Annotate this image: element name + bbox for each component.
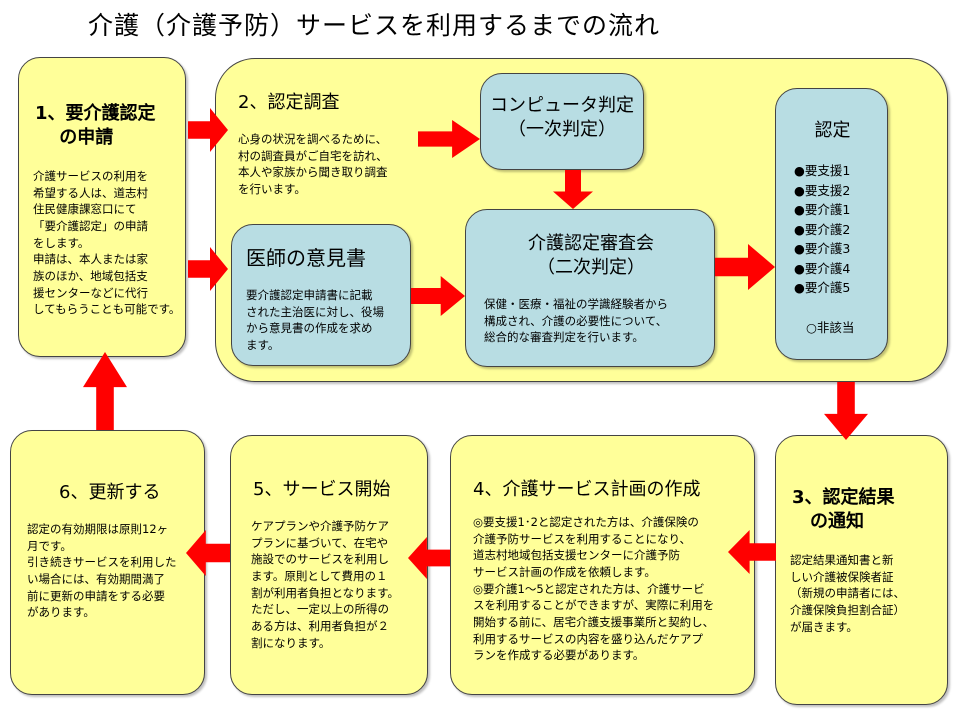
step3-text: 認定結果通知書と新 しい介護被保険者証 （新規の申請者には、 介護保険負担割合証… (790, 553, 905, 634)
step2-heading: 2、認定調査 (238, 92, 340, 113)
certification-levels: ●要支援1 ●要支援2 ●要介護1 ●要介護2 ●要介護3 ●要介護4 ●要介護… (794, 161, 850, 298)
not-applicable: ○非該当 (806, 320, 855, 335)
step1-heading: 1、要介護認定 の申請 (35, 103, 156, 149)
computer-judgment-heading: コンピュータ判定 （一次判定） (490, 95, 634, 141)
level-item: ●要介護4 (794, 260, 851, 276)
step4-heading: 4、介護サービス計画の作成 (473, 479, 701, 500)
step5-heading: 5、サービス開始 (253, 479, 391, 500)
step4-box: 4、介護サービス計画の作成 ◎要支援1･2と認定された方は、介護保険の 介護予防… (450, 435, 755, 695)
doctor-opinion-box: 医師の意見書 要介護認定申請書に記載 された主治医に対し、役場 から意見書の作成… (231, 224, 411, 366)
step3-box: 3、認定結果 の通知 認定結果通知書と新 しい介護被保険者証 （新規の申請者には… (775, 435, 948, 705)
doctor-opinion-heading: 医師の意見書 (246, 246, 366, 270)
step4-text: ◎要支援1･2と認定された方は、介護保険の 介護予防サービスを利用することになり… (473, 515, 715, 663)
step3-heading: 3、認定結果 の通知 (792, 487, 895, 533)
review-board-text: 保健・医療・福祉の学識経験者から 構成され、介護の必要性について、 総合的な審査… (484, 297, 668, 345)
certification-heading: 認定 (814, 120, 851, 141)
review-board-box: 介護認定審査会 （二次判定） 保健・医療・福祉の学識経験者から 構成され、介護の… (465, 209, 715, 367)
arrow-down-icon (824, 382, 868, 440)
page-title: 介護（介護予防）サービスを利用するまでの流れ (88, 11, 661, 40)
step5-text: ケアプランや介護予防ケア プランに基づいて、在宅や 施設でのサービスを利用し ま… (251, 519, 400, 650)
step5-box: 5、サービス開始 ケアプランや介護予防ケア プランに基づいて、在宅や 施設でのサ… (230, 435, 428, 695)
step6-text: 認定の有効期限は原則12ヶ 月です。 引き続きサービスを利用した い場合には、有… (27, 522, 177, 620)
step1-text: 介護サービスの利用を 希望する人は、道志村 住民健康課窓口にて 「要介護認定」の… (33, 169, 181, 317)
step2-text: 心身の状況を調べるために、 村の調査員がご自宅を訪れ、 本人や家族から聞き取り調… (238, 132, 388, 197)
level-item: ●要介護2 (794, 221, 851, 237)
level-item: ●要介護3 (794, 241, 851, 256)
arrow-up-icon (83, 352, 127, 430)
level-item: ●要介護5 (794, 280, 851, 295)
level-item: ●要支援1 (794, 163, 851, 178)
doctor-opinion-text: 要介護認定申請書に記載 された主治医に対し、役場 から意見書の作成を求め ます。 (246, 288, 384, 353)
review-board-heading: 介護認定審査会 （二次判定） (528, 233, 654, 279)
step6-box: 6、更新する 認定の有効期限は原則12ヶ 月です。 引き続きサービスを利用した … (10, 430, 205, 695)
step6-heading: 6、更新する (59, 482, 161, 503)
certification-box: 認定 ●要支援1 ●要支援2 ●要介護1 ●要介護2 ●要介護3 ●要介護4 ●… (775, 88, 888, 360)
level-item: ●要支援2 (794, 182, 851, 198)
step1-box: 1、要介護認定 の申請 介護サービスの利用を 希望する人は、道志村 住民健康課窓… (18, 57, 186, 357)
computer-judgment-box: コンピュータ判定 （一次判定） (480, 73, 644, 170)
level-item: ●要介護1 (794, 202, 851, 217)
